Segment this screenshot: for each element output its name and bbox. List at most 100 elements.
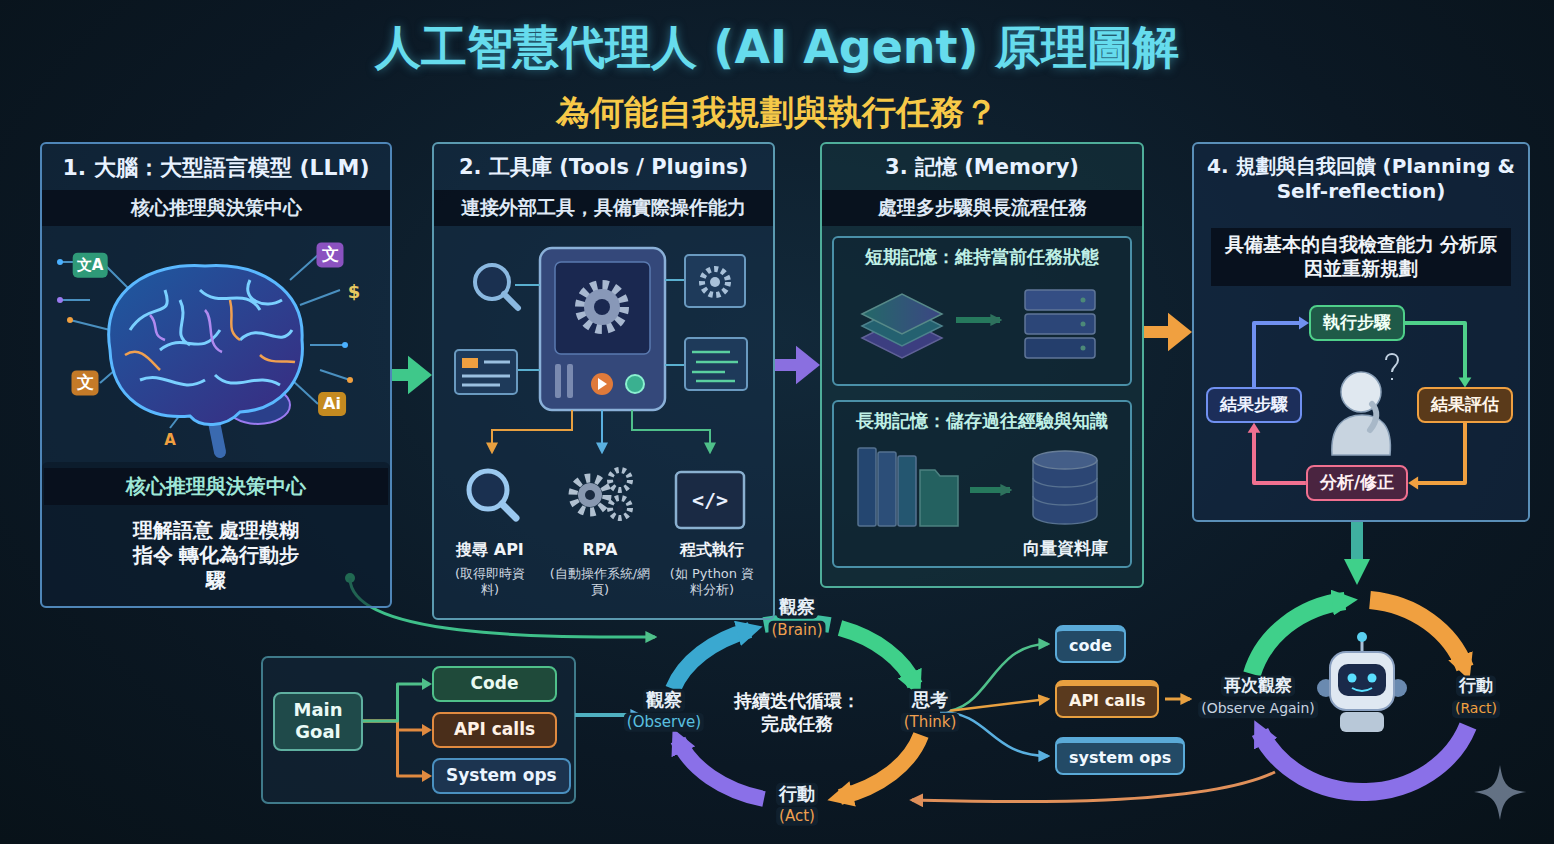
- brain-illustration: [57, 259, 63, 265]
- flow-arrows: [1165, 698, 1190, 701]
- iteration-cycle-arrows: [840, 735, 921, 797]
- arrow-head: [408, 356, 432, 394]
- brain-illustration: [130, 280, 292, 385]
- text-label: (Think): [901, 713, 960, 732]
- text-label: RPA: [583, 540, 618, 560]
- tool-device-illustration: [617, 477, 623, 483]
- task-box: Code: [432, 666, 557, 701]
- tool-device-illustration: [515, 280, 685, 370]
- text-label: </>: [692, 488, 728, 513]
- text-label: (Ract): [1452, 700, 1500, 718]
- text-label: Ai: [318, 392, 346, 416]
- arrow-head: [422, 724, 432, 736]
- brain-illustration: [342, 342, 348, 348]
- node-text: Code: [446, 673, 543, 694]
- text-label: $: [348, 281, 361, 304]
- node-heading: 長期記憶：儲存過往經驗與知識: [834, 408, 1130, 435]
- tool-device-illustration: [610, 470, 630, 490]
- tool-device-illustration: [610, 498, 630, 518]
- connector: [1405, 323, 1465, 378]
- output-folder: system ops: [1055, 737, 1185, 775]
- tool-device-illustration: [601, 410, 603, 452]
- text-label: A: [164, 431, 176, 450]
- arrow-head: [1459, 377, 1472, 387]
- tool-device-illustration: [591, 373, 613, 395]
- node-text: 分析/修正: [1320, 472, 1394, 493]
- tool-device-illustration: [567, 364, 573, 398]
- memory-box: 長期記憶：儲存過往經驗與知識向量資料庫: [832, 400, 1132, 568]
- panel-fill: [262, 657, 575, 803]
- thinking-person-illustration: [1370, 404, 1376, 430]
- connector: [1254, 323, 1300, 387]
- flow-arrows: [912, 772, 1275, 802]
- robot-illustration: [1368, 674, 1377, 683]
- panel-fill: [432, 142, 775, 620]
- node-text: 結果評估: [1431, 394, 1499, 415]
- node-heading: 2. 工具庫 (Tools / Plugins): [434, 150, 773, 184]
- node-heading: 1. 大腦：大型語言模型 (LLM): [42, 150, 390, 186]
- node-text: System ops: [446, 765, 557, 786]
- node-text: Main Goal: [287, 699, 349, 744]
- tool-device-illustration: [617, 505, 623, 511]
- connector: [1144, 326, 1169, 338]
- diagram-title: 人工智慧代理人 (AI Agent) 原理圖解: [375, 19, 1178, 77]
- tool-device-illustration: [540, 248, 665, 410]
- text-label: (Brain): [768, 621, 825, 640]
- robot-illustration: [1340, 712, 1384, 732]
- node-heading: 核心推理與決策中心: [44, 468, 388, 505]
- connector: [363, 721, 423, 776]
- text-label: 程式執行: [680, 540, 744, 560]
- panel-fill: [40, 142, 1530, 803]
- arrow-head: [1168, 313, 1192, 351]
- tool-device-illustration: [585, 490, 595, 500]
- flow-arrows: [940, 644, 1048, 712]
- text-label: 觀察: [643, 689, 685, 712]
- panel-fill: [40, 142, 392, 608]
- brain-illustration: [109, 266, 303, 425]
- tool-device-illustration: [455, 248, 747, 528]
- robot-illustration: [1357, 632, 1367, 642]
- text-label: 持續迭代循環： 完成任務: [722, 690, 872, 735]
- node-heading: 3. 記憶 (Memory): [822, 150, 1142, 184]
- flow-arrows: [940, 699, 1048, 712]
- goal-box: Main Goal: [273, 692, 363, 751]
- tool-device-illustration: [462, 362, 510, 385]
- tool-device-illustration: [702, 269, 728, 295]
- panel-fill: [1192, 142, 1530, 522]
- tool-device-illustration: [676, 472, 744, 528]
- output-folder: code: [1055, 625, 1126, 663]
- tool-device-illustration: [685, 338, 747, 390]
- tool-device-illustration: [573, 478, 607, 512]
- brain-illustration: [125, 300, 295, 370]
- tool-device-illustration: [492, 410, 572, 452]
- text-band: 核心推理與決策中心理解語意 處理模糊指令 轉化為行動步驟: [42, 462, 390, 606]
- node-text: API calls: [446, 719, 543, 740]
- panel: 3. 記憶 (Memory)處理多步驟與長流程任務短期記憶：維持當前任務狀態長期…: [820, 142, 1144, 588]
- task-box: System ops: [432, 758, 571, 793]
- arrow-head: [422, 678, 432, 690]
- text-label: (取得即時資料): [448, 566, 532, 599]
- text-label: 搜尋 API: [456, 540, 524, 560]
- brain-illustration: [57, 297, 63, 303]
- node-body: 連接外部工具，具備實際操作能力: [434, 190, 773, 226]
- watermark-star: [1474, 765, 1526, 820]
- tool-device-illustration: [685, 255, 745, 307]
- brain-illustration: [57, 255, 353, 452]
- step-box: 分析/修正: [1306, 465, 1408, 500]
- text-label: 行動: [1456, 675, 1496, 696]
- text-label: 為何能自我規劃與執行任務？: [556, 91, 998, 134]
- reflection-cycle-arrows: [1260, 726, 1468, 792]
- tool-device-illustration: [626, 375, 644, 393]
- tool-device-illustration: [580, 285, 624, 329]
- flow-arrows: [350, 578, 655, 637]
- connector: [363, 684, 423, 721]
- step-box: 結果評估: [1417, 387, 1513, 422]
- arrow-head: [422, 770, 432, 782]
- tool-device-illustration: [462, 358, 478, 368]
- node-heading: 短期記憶：維持當前任務狀態: [834, 244, 1130, 271]
- output-folder: API calls: [1055, 680, 1159, 718]
- node-body: 具備基本的自我檢查能力 分析原因並重新規劃: [1211, 228, 1511, 286]
- tool-device-illustration: [594, 299, 610, 315]
- robot-illustration: [1348, 674, 1357, 683]
